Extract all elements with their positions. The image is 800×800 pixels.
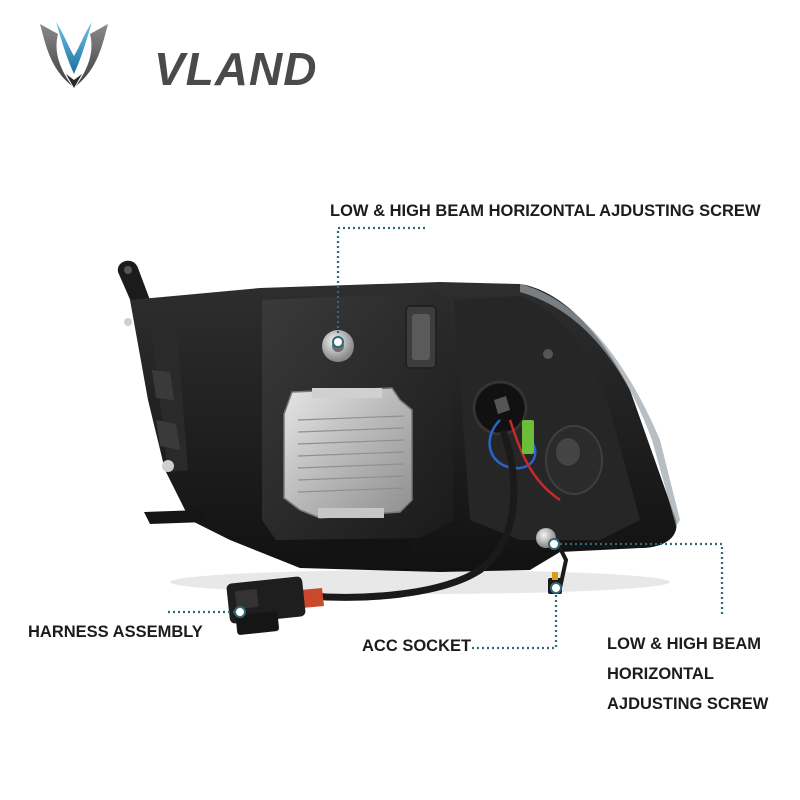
lower-tab xyxy=(144,510,206,524)
callout-right-line3: AJDUSTING SCREW xyxy=(607,695,769,713)
ballast-module xyxy=(283,387,413,519)
red-wire xyxy=(508,419,561,502)
callout-right-line2: HORIZONTAL xyxy=(607,665,714,683)
vland-wing-emblem-icon xyxy=(40,22,108,88)
harness-cable xyxy=(306,430,518,601)
leader-acc xyxy=(472,588,558,650)
mounting-tab xyxy=(117,260,150,304)
brand-name: VLAND xyxy=(154,43,318,95)
callout-right-line1: LOW & HIGH BEAM xyxy=(607,635,761,653)
brand-logo: VLAND xyxy=(36,16,316,95)
leader-right xyxy=(560,542,724,616)
callout-top-adjusting-screw: LOW & HIGH BEAM HORIZONTAL AJDUSTING SCR… xyxy=(330,202,761,220)
callout-acc-socket: ACC SOCKET xyxy=(362,637,472,655)
harness-connector xyxy=(226,576,306,635)
leader-top xyxy=(336,226,428,338)
green-connector xyxy=(522,420,534,454)
callout-harness-assembly: HARNESS ASSEMBLY xyxy=(28,623,203,641)
callout-right-adjusting-screw: LOW & HIGH BEAM HORIZONTAL AJDUSTING SCR… xyxy=(607,629,768,719)
